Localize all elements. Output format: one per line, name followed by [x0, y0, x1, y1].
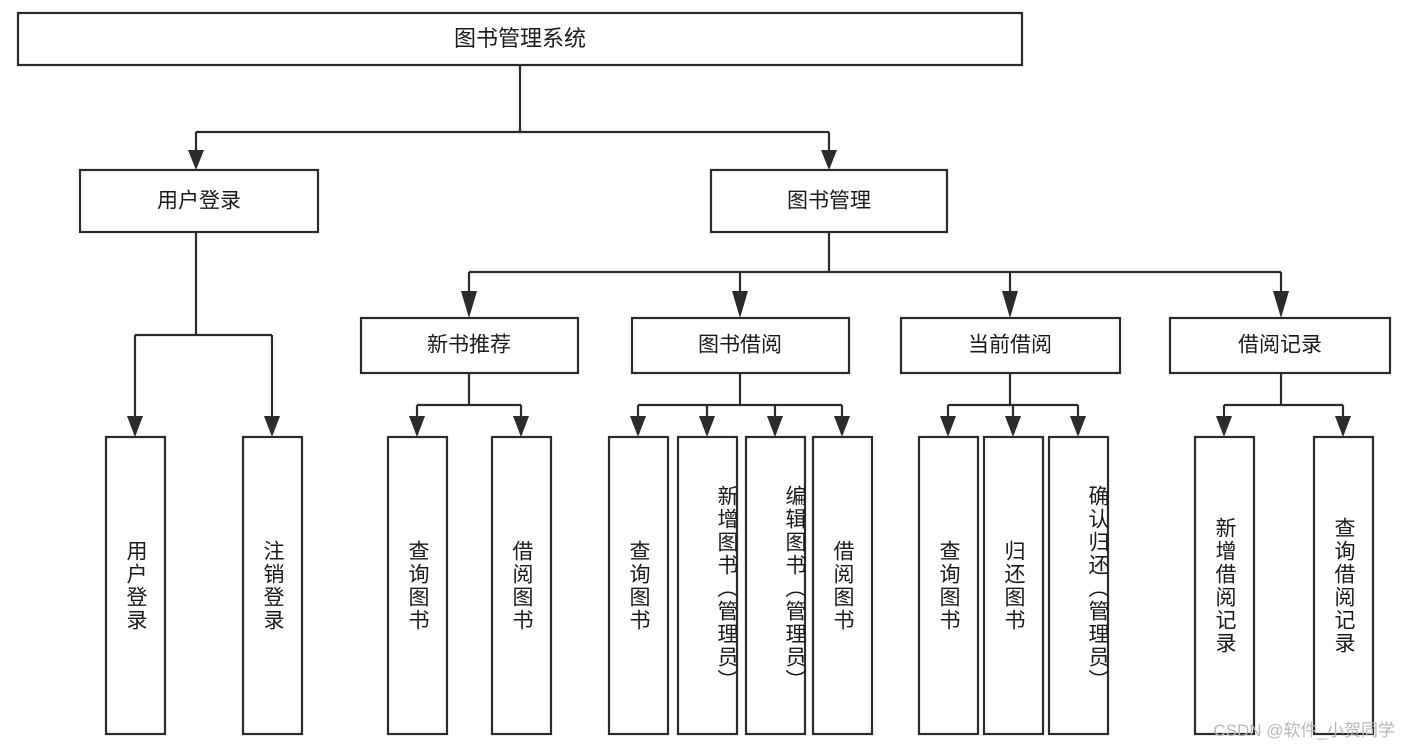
node-book-management[interactable] — [709, 168, 949, 234]
connector-group-root — [188, 65, 837, 170]
arrow-head-user-login — [188, 150, 204, 170]
node-user-login[interactable] — [78, 168, 320, 234]
arrow-head-leaf-query-book-3 — [940, 416, 956, 437]
node-new-book-recommend-label: 新书推荐 — [427, 334, 511, 357]
node-leaf-user-login[interactable] — [104, 435, 167, 736]
node-current-borrow[interactable] — [899, 316, 1122, 375]
node-leaf-edit-book[interactable] — [744, 435, 807, 736]
node-current-borrow-label: 当前借阅 — [968, 334, 1052, 357]
node-leaf-query-book-2[interactable] — [607, 435, 670, 736]
connector-group-book-management — [461, 232, 1289, 318]
arrow-head-leaf-logout-login — [264, 416, 280, 437]
arrow-head-borrow-record — [1273, 291, 1289, 318]
node-user-login-label: 用户登录 — [157, 190, 241, 213]
connector-group-current-borrow — [940, 373, 1086, 437]
node-root-label: 图书管理系统 — [454, 26, 586, 51]
node-borrow-record-label: 借阅记录 — [1238, 334, 1322, 357]
node-leaf-borrow-book-1[interactable] — [490, 435, 553, 736]
node-leaf-query-book-1[interactable] — [386, 435, 449, 736]
arrow-head-leaf-query-book-2 — [630, 416, 646, 437]
arrow-head-leaf-query-record — [1335, 416, 1351, 437]
arrow-head-new-book-recommend — [461, 291, 477, 318]
node-leaf-logout-login[interactable] — [241, 435, 304, 736]
node-leaf-add-record[interactable] — [1193, 435, 1256, 736]
arrow-head-leaf-add-book — [699, 416, 715, 437]
arrow-head-leaf-borrow-book-2 — [834, 416, 850, 437]
node-leaf-confirm-return[interactable] — [1047, 435, 1110, 736]
node-leaf-borrow-book-2[interactable] — [811, 435, 874, 736]
node-leaf-return-book[interactable] — [982, 435, 1045, 736]
connector-group-borrow-record — [1216, 373, 1351, 437]
arrow-head-leaf-query-book-1 — [409, 416, 425, 437]
arrow-head-leaf-user-login — [127, 416, 143, 437]
node-leaf-add-book[interactable] — [676, 435, 739, 736]
arrow-head-leaf-return-book — [1005, 416, 1021, 437]
arrow-head-book-management — [821, 150, 837, 170]
arrow-head-leaf-add-record — [1216, 416, 1232, 437]
node-root[interactable] — [16, 11, 1024, 67]
node-book-borrow[interactable] — [630, 316, 851, 375]
node-book-management-label: 图书管理 — [787, 190, 871, 213]
arrow-head-current-borrow — [1002, 291, 1018, 318]
watermark-text: CSDN @软件_小贺同学 — [1213, 721, 1395, 740]
node-new-book-recommend[interactable] — [359, 316, 580, 375]
node-leaf-query-book-3[interactable] — [917, 435, 980, 736]
node-borrow-record[interactable] — [1168, 316, 1392, 375]
connector-group-book-borrow — [630, 373, 850, 437]
arrow-head-leaf-confirm-return — [1070, 416, 1086, 437]
arrow-head-book-borrow — [732, 291, 748, 318]
arrow-head-leaf-edit-book — [767, 416, 783, 437]
node-leaf-query-record[interactable] — [1312, 435, 1375, 736]
connector-group-user-login — [127, 232, 280, 437]
connector-group-new-book-recommend — [409, 373, 529, 437]
node-book-borrow-label: 图书借阅 — [698, 334, 782, 357]
arrow-head-leaf-borrow-book-1 — [513, 416, 529, 437]
